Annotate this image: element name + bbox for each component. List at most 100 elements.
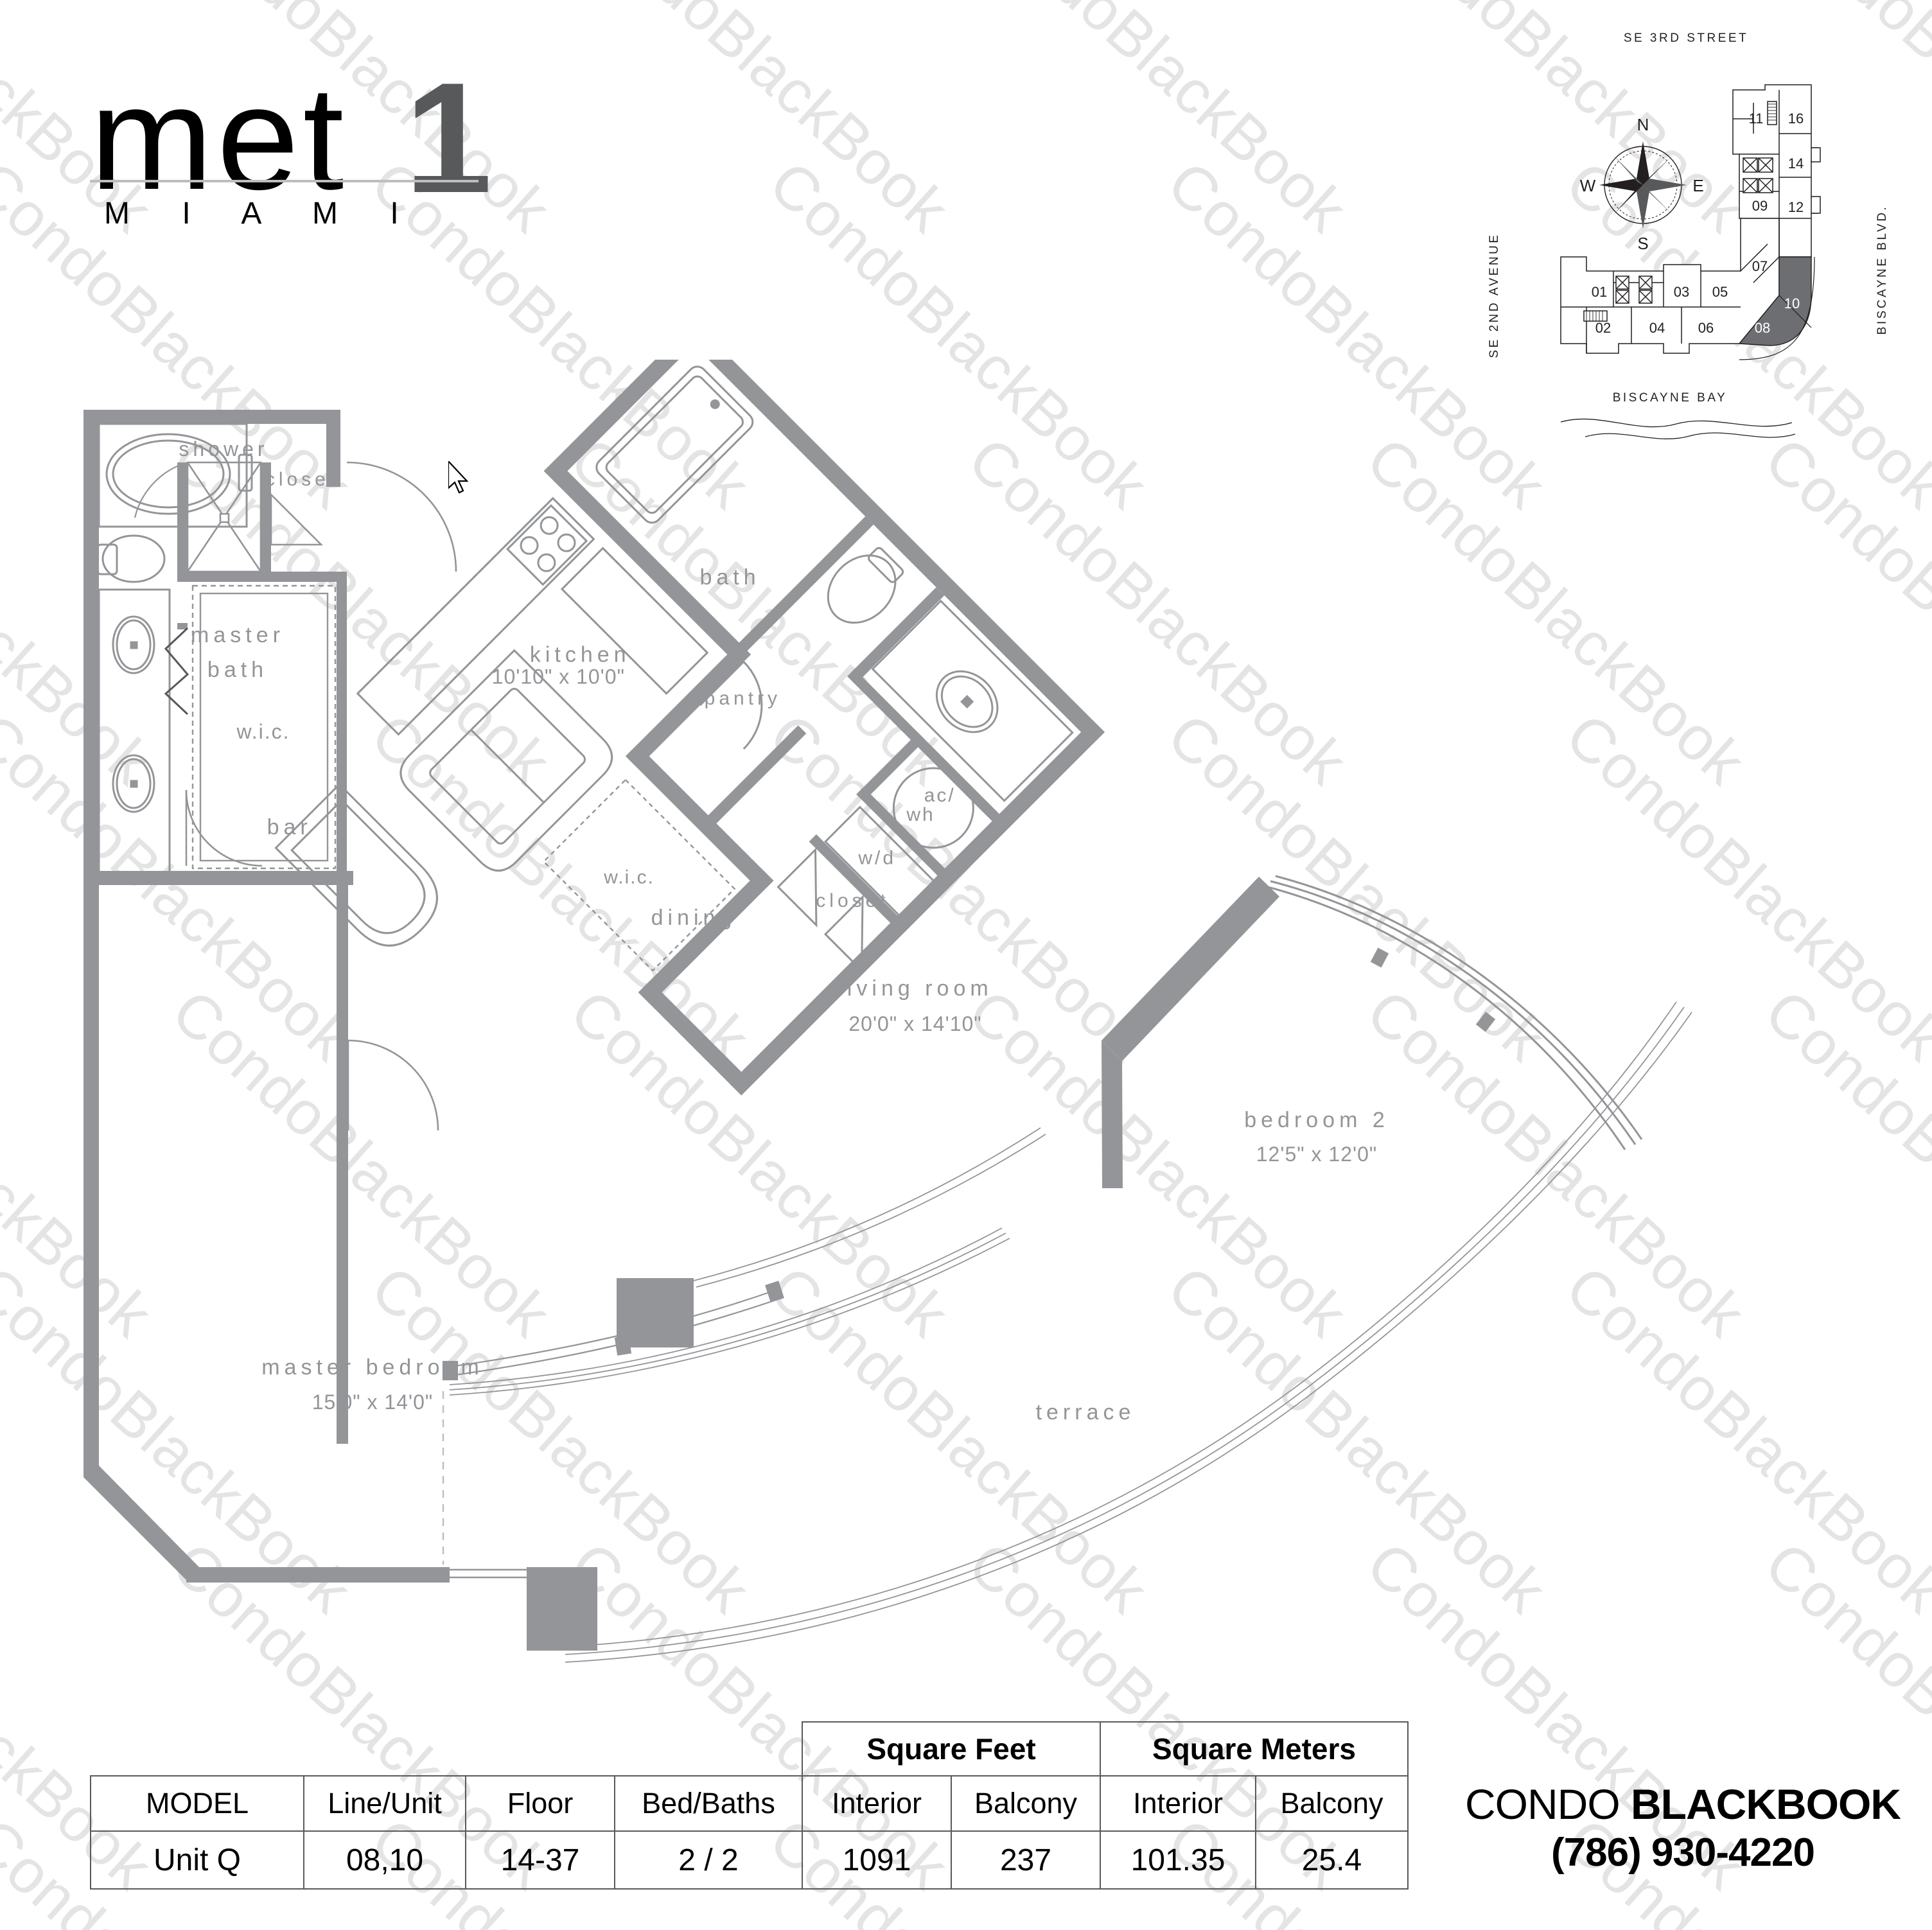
room-label-master-bath-2: bath [207, 658, 268, 682]
master-bath-block: shower closet master bath w.i.c. [83, 410, 353, 885]
spec-value-model: Unit Q [90, 1830, 304, 1890]
washer-dryer-box [823, 805, 937, 918]
spec-value-sqft-balcony: 237 [951, 1830, 1101, 1890]
compass-n: N [1637, 115, 1649, 134]
logo-met-text: met [90, 55, 348, 220]
keyplan-unit-10: 10 [1784, 295, 1800, 311]
keyplan-unit-11: 11 [1749, 110, 1764, 127]
room-label-ac: ac/ [924, 785, 956, 806]
room-label-wic-master: w.i.c. [236, 720, 290, 743]
room-label-bar: bar [267, 815, 312, 839]
compass-rose: N S W E [1580, 115, 1704, 253]
room-label-living: living room [838, 976, 992, 1001]
unit-floor-plan: bath kitchen 10'10" x 10'0" bar [0, 321, 1837, 1689]
bar-counter [274, 783, 438, 947]
keyplan-unit-16: 16 [1788, 110, 1804, 127]
ac-water-heater [892, 767, 974, 849]
terrace-railing-outer [565, 1001, 1692, 1663]
mouse-cursor [447, 459, 477, 502]
spec-value-floor: 14-37 [465, 1830, 615, 1890]
spec-col-sqm-balcony: Balcony [1255, 1775, 1409, 1832]
spec-value-sqm-interior: 101.35 [1100, 1830, 1256, 1890]
bath-vanity [871, 599, 1074, 802]
keyplan-building [1560, 84, 1821, 360]
site-key-plan: SE 3RD STREET SE 2ND AVENUE BISCAYNE BLV… [1477, 26, 1914, 450]
condoblackbook-brand: CONDO BLACKBOOK (786) 930-4220 [1439, 1779, 1927, 1877]
room-label-closet-bed2: closet [816, 890, 889, 911]
brand-name: CONDO BLACKBOOK [1439, 1779, 1927, 1829]
room-label-kitchen: kitchen [530, 642, 631, 667]
room-label-dining: dining [651, 906, 737, 930]
wic-master-shelving [191, 584, 337, 870]
keyplan-unit-12: 12 [1788, 199, 1804, 215]
spec-col-floor: Floor [465, 1775, 615, 1832]
closet-bed2-door [777, 847, 864, 973]
slider-living-curved [442, 1281, 784, 1381]
keyplan-unit-06: 06 [1698, 320, 1714, 336]
kitchen-island [400, 649, 613, 872]
bedroom-2-block: bedroom 2 12'5" x 12'0" [1102, 875, 1643, 1188]
room-dims-bedroom2: 12'5" x 12'0" [1256, 1143, 1378, 1166]
bathtub [595, 365, 754, 524]
keyplan-unit-02: 02 [1595, 320, 1611, 336]
spec-col-line-unit: Line/Unit [303, 1775, 466, 1832]
room-label-wic-bed2: w.i.c. [603, 866, 654, 888]
kitchen-counter-left [356, 496, 595, 736]
spec-col-sqft-balcony: Balcony [951, 1775, 1101, 1832]
watermark-text: CondoBlackBook [955, 0, 1360, 246]
master-vanity [98, 588, 171, 873]
spec-value-bed-baths: 2 / 2 [614, 1830, 803, 1890]
room-label-bedroom2: bedroom 2 [1244, 1108, 1389, 1132]
master-closet [270, 492, 324, 546]
spec-group-square-meters: Square Meters [1100, 1721, 1409, 1776]
logo-numeral-1: 1 [405, 49, 493, 225]
compass-s: S [1637, 234, 1648, 253]
master-bath-door [185, 789, 263, 867]
master-bedroom-window [193, 1570, 443, 1580]
spec-value-sqft-interior: 1091 [802, 1830, 952, 1890]
keyplan-unit-05: 05 [1712, 284, 1728, 300]
watermark-text: CondoBlackBook [557, 0, 962, 246]
room-label-bath: bath [699, 565, 760, 590]
spec-header-row: MODEL Line/Unit Floor Bed/Baths Interior… [90, 1775, 1409, 1832]
keyplan-unit-14: 14 [1788, 155, 1804, 171]
logo-wordmark: met 1 M I A M I [90, 59, 501, 231]
keyplan-highlight-units-08-10 [1738, 256, 1812, 346]
keyplan-street-top: SE 3RD STREET [1624, 31, 1748, 45]
keyplan-unit-01: 01 [1592, 284, 1607, 300]
spec-group-square-feet: Square Feet [802, 1721, 1101, 1776]
room-label-shower: shower [179, 437, 268, 461]
unit-spec-table: Square Feet Square Meters MODEL Line/Uni… [90, 1721, 1409, 1890]
pantry-door [699, 661, 763, 750]
terrace-railing-inner [449, 1227, 1010, 1396]
keyplan-unit-08: 08 [1755, 320, 1770, 336]
room-label-pantry: pantry [705, 688, 781, 709]
brand-phone: (786) 930-4220 [1551, 1830, 1815, 1875]
brand-name-light: CONDO [1465, 1780, 1631, 1828]
spec-group-header-row: Square Feet Square Meters [91, 1721, 1409, 1776]
cooktop [505, 504, 588, 586]
brand-name-bold: BLACKBOOK [1631, 1780, 1901, 1828]
master-tub [98, 423, 253, 528]
northeast-block: bath kitchen 10'10" x 10'0" bar [267, 321, 1105, 1096]
keyplan-unit-labels: 01 02 03 04 05 06 07 08 09 10 11 12 14 1… [1592, 110, 1804, 336]
master-bedroom-door [347, 1039, 439, 1131]
wic-bed2-shelving [542, 778, 736, 972]
room-label-closet-master: closet [265, 469, 338, 490]
entry-door [346, 461, 457, 572]
spec-table: Square Feet Square Meters MODEL Line/Uni… [90, 1721, 1409, 1890]
spec-value-row: Unit Q 08,10 14-37 2 / 2 1091 237 101.35… [90, 1830, 1409, 1890]
keyplan-water-label: BISCAYNE BAY [1613, 391, 1728, 405]
keyplan-unit-07: 07 [1752, 258, 1768, 274]
bath-partition-zigzag [164, 627, 189, 715]
keyplan-unit-09: 09 [1752, 198, 1768, 214]
room-dims-living: 20'0" x 14'10" [848, 1012, 981, 1035]
terrace-and-railings [442, 1001, 1692, 1663]
biscayne-bay-waves [1560, 418, 1796, 439]
keyplan-unit-03: 03 [1674, 284, 1689, 300]
bath-fixtures [595, 365, 1074, 802]
room-dims-master-bedroom: 15'0" x 14'0" [312, 1390, 434, 1414]
spec-col-sqm-interior: Interior [1100, 1775, 1256, 1832]
spec-col-sqft-interior: Interior [802, 1775, 952, 1832]
met1-logo: met 1 M I A M I [90, 59, 501, 231]
